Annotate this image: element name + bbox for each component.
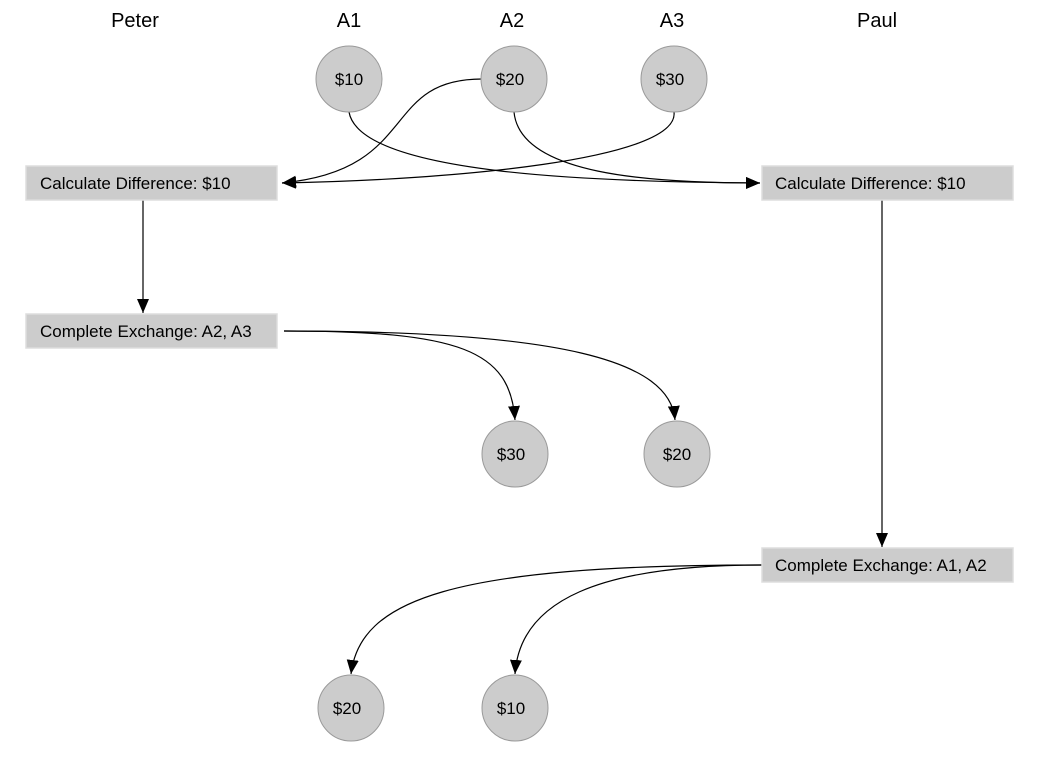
paul-received-node-1: $20 <box>317 674 385 742</box>
paul-received-value-2: $10 <box>497 699 525 718</box>
peter-received-node-1: $30 <box>481 420 549 488</box>
paul-exchange-box: Complete Exchange: A1, A2 <box>761 547 1014 583</box>
peter-calc-label: Calculate Difference: $10 <box>40 174 231 193</box>
node-a1: $10 <box>315 45 383 113</box>
node-a2-value: $20 <box>496 70 524 89</box>
peter-exchange-box: Complete Exchange: A2, A3 <box>25 313 278 349</box>
edge-peter-exchange-to-20 <box>283 330 680 421</box>
edge-paul-exchange-to-10 <box>509 564 763 675</box>
peter-received-value-1: $30 <box>497 445 525 464</box>
paul-calc-label: Calculate Difference: $10 <box>775 174 966 193</box>
edge-a2-to-peter-calc <box>281 78 483 188</box>
node-a2: $20 <box>480 45 548 113</box>
column-label-a3: A3 <box>660 10 684 32</box>
edges <box>137 78 888 675</box>
peter-received-value-2: $20 <box>663 445 691 464</box>
column-label-a2: A2 <box>500 10 524 32</box>
peter-calc-box: Calculate Difference: $10 <box>25 165 278 201</box>
peter-exchange-label: Complete Exchange: A2, A3 <box>40 322 252 341</box>
edge-paul-exchange-to-20 <box>346 564 763 675</box>
edge-peter-exchange-to-30 <box>283 330 520 421</box>
edge-a2-to-paul-calc <box>513 111 761 189</box>
column-label-paul: Paul <box>857 10 897 32</box>
node-a1-value: $10 <box>335 70 363 89</box>
peter-received-node-2: $20 <box>643 420 711 488</box>
column-label-peter: Peter <box>111 10 159 32</box>
paul-received-value-1: $20 <box>333 699 361 718</box>
column-label-a1: A1 <box>337 10 361 32</box>
paul-received-node-2: $10 <box>481 674 549 742</box>
paul-exchange-label: Complete Exchange: A1, A2 <box>775 556 987 575</box>
node-a3-value: $30 <box>656 70 684 89</box>
paul-calc-box: Calculate Difference: $10 <box>761 165 1014 201</box>
node-a3: $30 <box>640 45 708 113</box>
edge-a1-to-paul-calc <box>348 111 761 189</box>
edge-a3-to-peter-calc <box>281 111 675 189</box>
